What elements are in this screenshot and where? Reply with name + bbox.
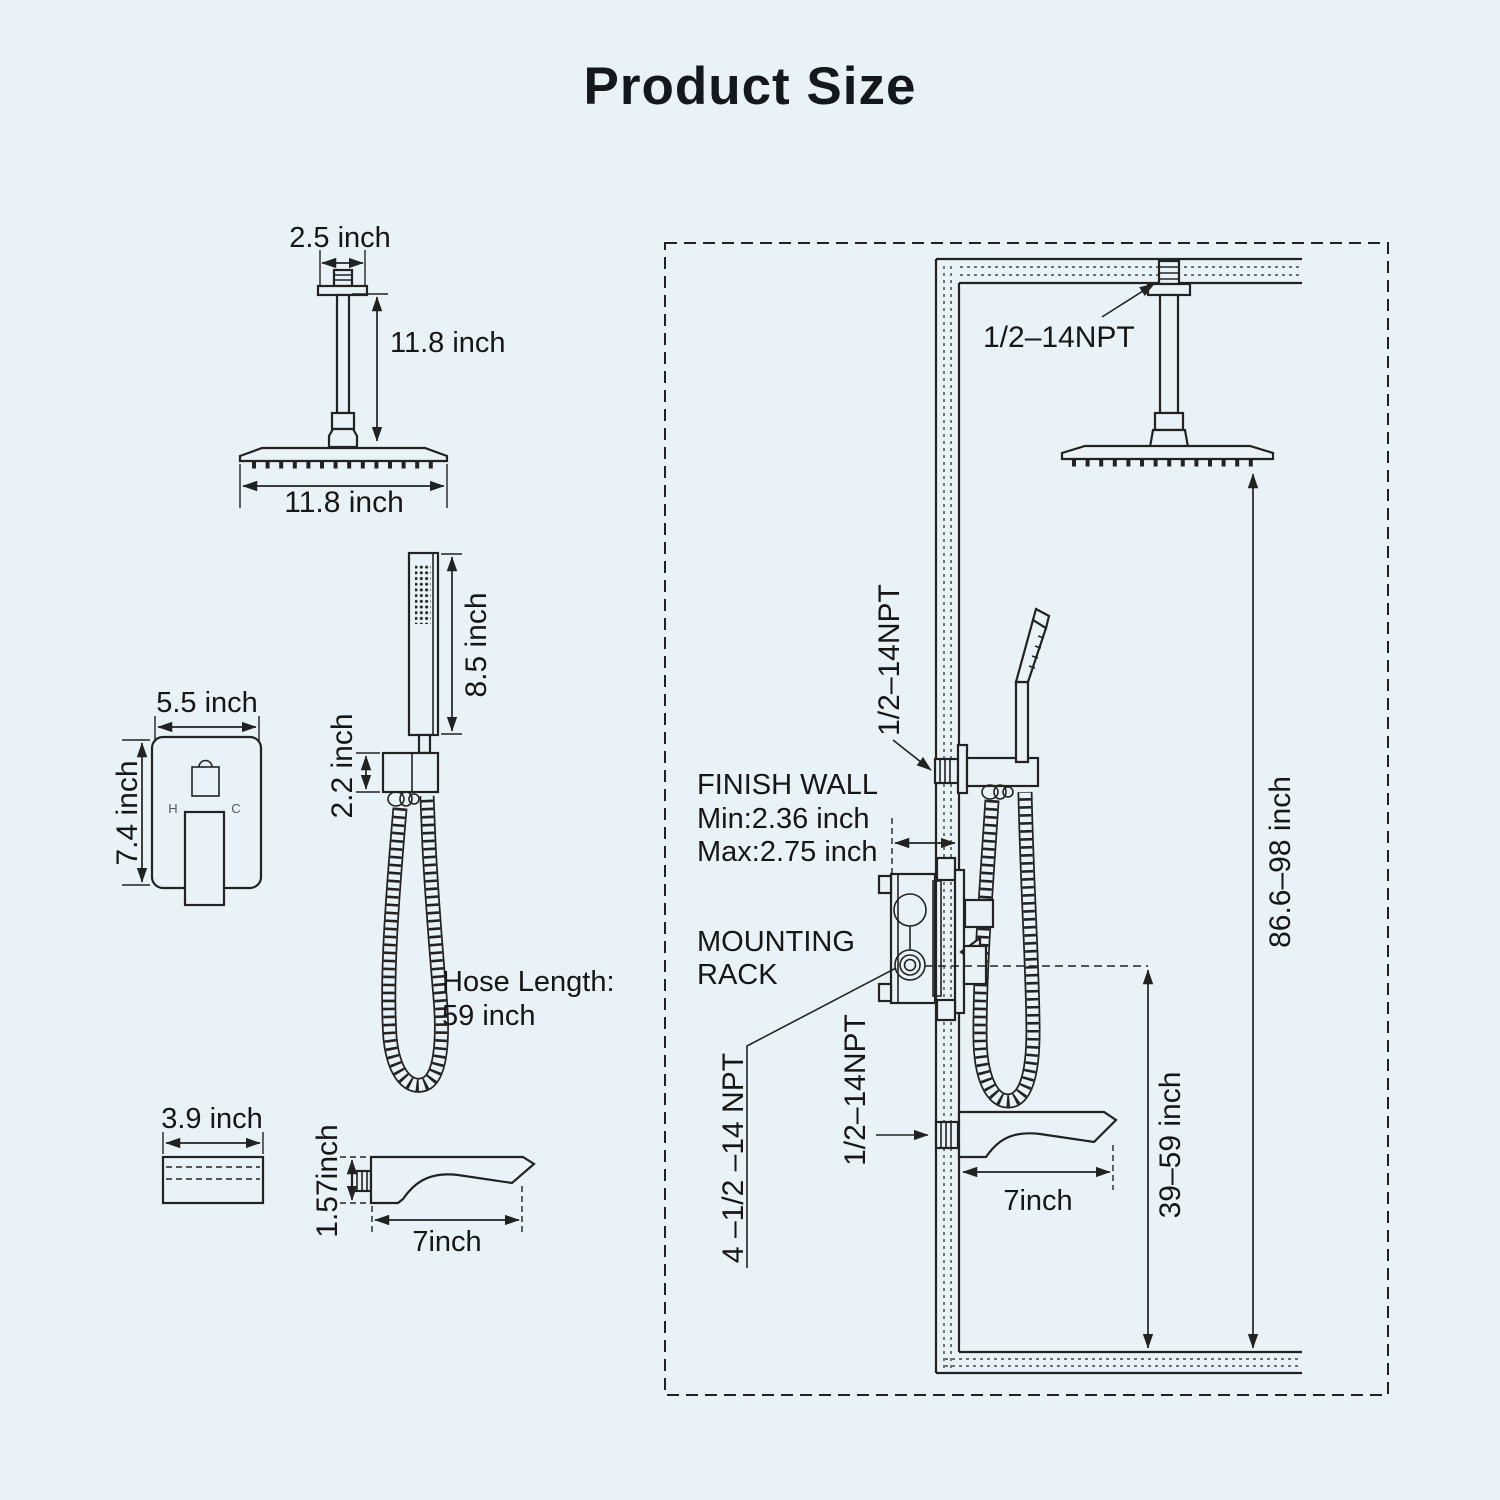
ceiling-shower-diagram: 2.5 inch 11.8 inch 11.8 inch — [238, 222, 506, 519]
mounting-rack-label-line1: MOUNTING — [697, 926, 855, 958]
installed-hand-shower — [933, 607, 1051, 1109]
spout-height-label: 1.57inch — [311, 1124, 344, 1237]
finish-wall-label-line1: FINISH WALL — [697, 769, 878, 801]
mounting-rack-label-line2: RACK — [697, 959, 778, 991]
tub-spout-length-label: 7inch — [1003, 1185, 1072, 1217]
installation-border — [664, 242, 1389, 1396]
arm-length-label: 11.8 inch — [390, 327, 506, 359]
installed-tub-spout — [934, 1110, 1118, 1159]
finish-wall-label-line3: Max:2.75 inch — [697, 836, 878, 868]
valve-diagram: 5.5 inch H C 7.4 inch — [111, 687, 263, 907]
valve-width-label: 5.5 inch — [156, 687, 258, 719]
valve-lever — [183, 810, 226, 907]
wand-stub — [417, 733, 432, 755]
tub-spout-profile — [369, 1155, 536, 1205]
wall-structure — [934, 259, 961, 1373]
overall-height-range-label: 86.6–98 inch — [1264, 776, 1297, 948]
diverter-button — [191, 766, 220, 797]
rain-shower-head — [238, 446, 449, 463]
installed-ceiling-shower — [1060, 259, 1275, 467]
finish-wall-label-line2: Min:2.36 inch — [697, 803, 870, 835]
valve-ports-leader — [746, 967, 897, 1268]
floor-structure — [936, 1350, 1302, 1375]
mounting-plate-diagram: 3.9 inch — [161, 1103, 265, 1205]
wand-length-label: 8.5 inch — [460, 592, 493, 697]
valve-height-label: 7.4 inch — [111, 760, 144, 865]
spout-length-label: 7inch — [412, 1226, 481, 1258]
hand-shower-diagram: 8.5 inch 2.2 inch Hose Length: 59 inch — [326, 551, 615, 1093]
in-wall-valve — [877, 856, 1148, 1022]
arm-flange-width-label: 2.5 inch — [289, 222, 391, 254]
plate-width-label: 3.9 inch — [161, 1103, 263, 1135]
page-title: Product Size — [583, 57, 916, 116]
hot-marker: H — [168, 801, 177, 816]
wand-holder — [381, 751, 440, 794]
cold-marker: C — [231, 801, 240, 816]
tub-spout-thread-label: 1/2–14NPT — [839, 1014, 872, 1166]
tub-spout-diagram: 1.57inch 7inch — [311, 1124, 536, 1258]
valve-ports-thread-label: 4 –1/2 –14 NPT — [717, 1053, 750, 1263]
spout-height-range-label: 39–59 inch — [1154, 1072, 1187, 1219]
spray-face-icon — [415, 563, 431, 624]
hose-length-label-line2: 59 inch — [442, 1000, 536, 1032]
ceiling-structure — [936, 257, 1302, 285]
installation-diagram: 1/2–14NPT 1/2–14NPT FINISH — [664, 242, 1389, 1396]
hose-nut-icon — [387, 791, 405, 807]
ceiling-thread-label: 1/2–14NPT — [983, 321, 1135, 354]
mounting-plate — [161, 1155, 265, 1205]
hand-shower-thread-label: 1/2–14NPT — [873, 584, 906, 736]
shower-hose-icon — [381, 795, 449, 1093]
arm-cone — [327, 427, 359, 449]
arm-connector — [330, 411, 356, 431]
head-width-label: 11.8 inch — [284, 486, 404, 519]
ceiling-thread-icon — [332, 268, 354, 288]
hose-length-label-line1: Hose Length: — [442, 966, 615, 998]
holder-height-label: 2.2 inch — [326, 713, 359, 818]
shower-arm — [335, 293, 351, 415]
